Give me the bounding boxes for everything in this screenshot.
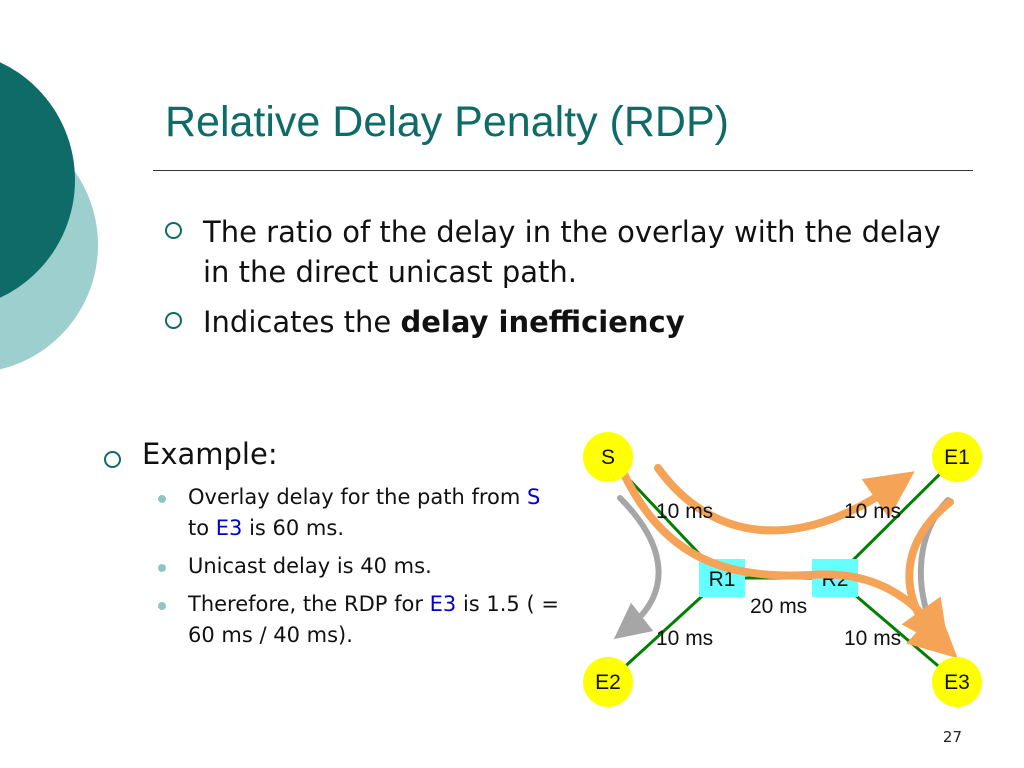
title-divider [153, 170, 973, 171]
node-s-label: S [601, 446, 615, 469]
node-e2 [583, 657, 633, 707]
node-e1-label: E1 [944, 446, 970, 469]
text-part: is 60 ms. [242, 516, 345, 540]
overlay-arrow-e1-e3 [905, 498, 958, 659]
edge-label-r1-e2: 10 ms [656, 627, 713, 650]
sub-bullet-unicast-delay: Unicast delay is 40 ms. [158, 551, 568, 582]
overlay-arrow-s-e1 [654, 464, 915, 535]
sub-bullet-rdp: Therefore, the RDP for E3 is 1.5 ( = 60 … [158, 589, 568, 651]
node-e3 [932, 657, 982, 707]
slide-title: Relative Delay Penalty (RDP) [165, 98, 729, 146]
hollow-circle-bullet-icon [104, 451, 121, 468]
unicast-path-arrow [613, 495, 662, 640]
main-bullets: The ratio of the delay in the overlay wi… [165, 212, 965, 352]
edge-label-r2-e1: 10 ms [844, 500, 901, 523]
text-part-e3: E3 [215, 516, 243, 540]
node-e2-label: E2 [595, 671, 621, 694]
dot-bullet-icon [158, 495, 166, 503]
hollow-circle-bullet-icon [165, 222, 182, 239]
node-e1 [932, 432, 982, 482]
hollow-circle-bullet-icon [165, 312, 182, 329]
text-part: Overlay delay for the path from [188, 485, 528, 509]
sub-bullet-overlay-delay: Overlay delay for the path from S to E3 … [158, 482, 568, 544]
dot-bullet-icon [158, 602, 166, 610]
deco-circle-dark [0, 62, 75, 298]
edge-label-s-r1: 10 ms [656, 500, 713, 523]
node-e3-label: E3 [944, 671, 970, 694]
example-label: Example: [142, 437, 278, 471]
text-part: Unicast delay is 40 ms. [188, 554, 432, 578]
page-number: 27 [942, 728, 962, 746]
example-heading: Example: [104, 437, 278, 471]
dot-bullet-icon [158, 564, 166, 572]
text-part-s: S [527, 485, 541, 509]
network-diagram: R1 R2 10 ms 10 ms 20 ms 10 ms 10 ms S E1… [583, 432, 982, 707]
overlay-arrow-s-e3 [618, 466, 949, 650]
router-r1-label: R1 [709, 568, 736, 591]
bullet-inefficiency: Indicates the delay inefficiency [165, 302, 965, 342]
text-part: to [188, 516, 216, 540]
text-part: is 1.5 ( = 60 ms / 40 ms). [188, 592, 559, 647]
bullet-ratio: The ratio of the delay in the overlay wi… [165, 212, 965, 292]
example-bullets: Overlay delay for the path from S to E3 … [158, 482, 568, 658]
text-part-e3: E3 [429, 592, 457, 616]
decorative-circles [0, 62, 98, 370]
bullet-inefficiency-prefix: Indicates the [203, 305, 401, 339]
edge-label-r2-e3: 10 ms [844, 627, 901, 650]
text-part: Therefore, the RDP for [188, 592, 430, 616]
edge-label-r1-r2: 20 ms [750, 595, 807, 618]
node-s [583, 432, 633, 482]
bullet-ratio-text: The ratio of the delay in the overlay wi… [203, 215, 941, 289]
bullet-inefficiency-bold: delay inefficiency [400, 305, 685, 339]
